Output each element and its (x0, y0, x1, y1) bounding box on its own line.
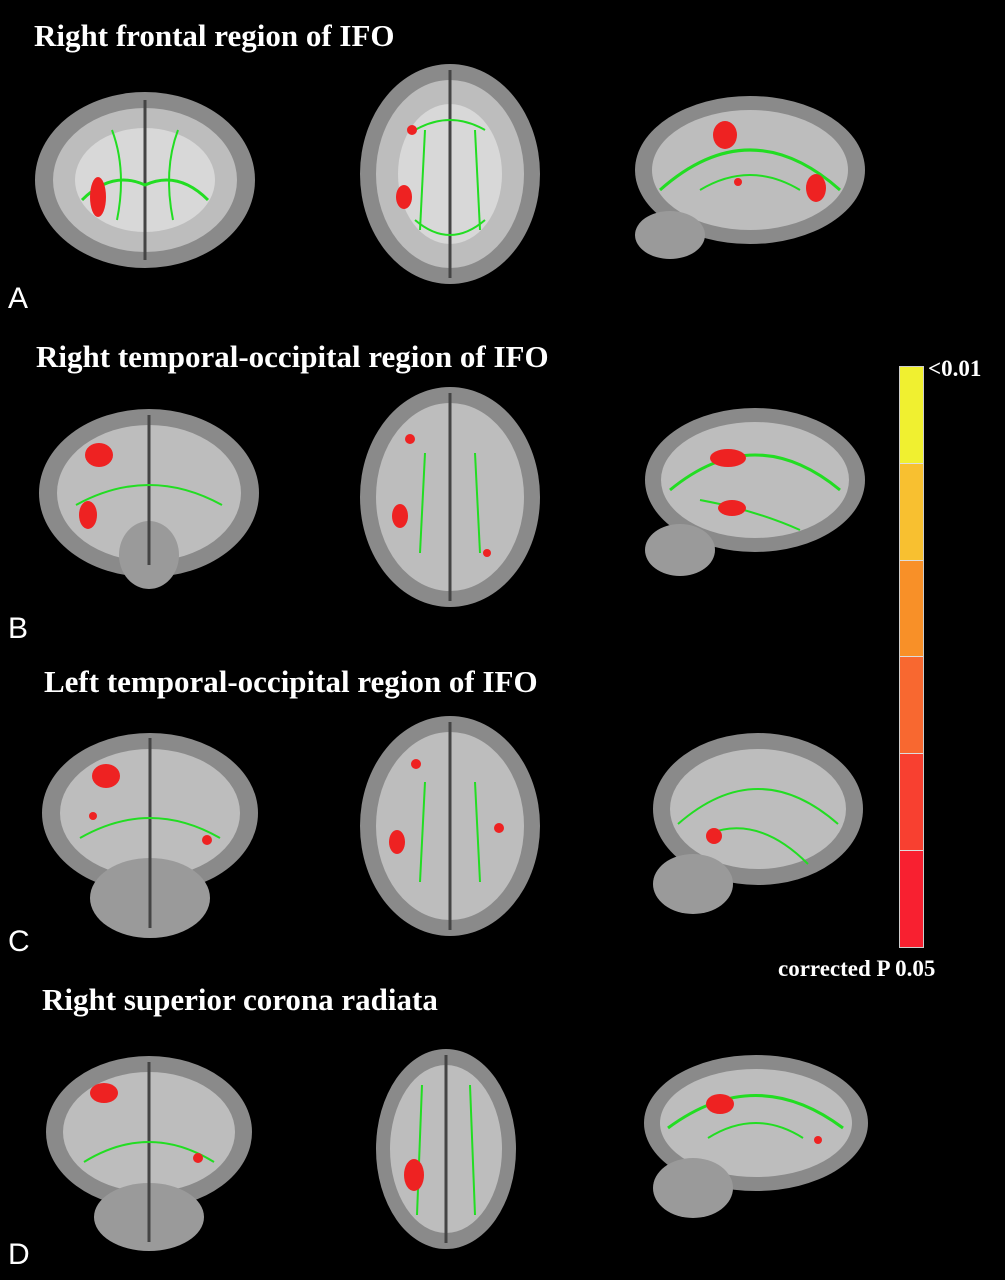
panel-b-title: Right temporal-occipital region of IFO (36, 339, 549, 374)
panel-c-title: Left temporal-occipital region of IFO (44, 664, 538, 699)
panel-d-coronal-slice (46, 1056, 252, 1251)
activation-cluster (92, 764, 120, 788)
colorbar-segment (900, 367, 923, 463)
panel-a-sagittal-slice (635, 96, 865, 259)
panel-b-coronal-slice (39, 409, 259, 589)
panel-d-axial-slice (376, 1049, 516, 1249)
colorbar-bottom-label: corrected P 0.05 (778, 956, 936, 981)
activation-cluster (90, 1083, 118, 1103)
panel-d-letter: D (8, 1238, 30, 1271)
colorbar-top-label: <0.01 (928, 356, 982, 381)
activation-cluster (89, 812, 97, 820)
panel-a-letter: A (8, 282, 29, 315)
colorbar-segment (900, 850, 923, 947)
activation-cluster (392, 504, 408, 528)
panel-c-coronal-slice (42, 733, 258, 938)
activation-cluster (193, 1153, 203, 1163)
colorbar (899, 366, 924, 948)
panel-a-coronal-slice (35, 92, 255, 268)
panel-d-title: Right superior corona radiata (42, 982, 438, 1017)
activation-cluster (483, 549, 491, 557)
activation-cluster (407, 125, 417, 135)
activation-cluster (202, 835, 212, 845)
panel-b-letter: B (8, 612, 29, 645)
panel-c-axial-slice (360, 716, 540, 936)
activation-cluster (710, 449, 746, 467)
panel-c-sagittal-slice (653, 733, 863, 914)
activation-cluster (706, 1094, 734, 1114)
activation-cluster (706, 828, 722, 844)
activation-cluster (396, 185, 412, 209)
activation-cluster (814, 1136, 822, 1144)
activation-cluster (389, 830, 405, 854)
activation-cluster (734, 178, 742, 186)
panel-c-letter: C (8, 925, 30, 958)
colorbar-segment (900, 656, 923, 754)
activation-cluster (806, 174, 826, 202)
panel-d-sagittal-slice (644, 1055, 868, 1218)
activation-cluster (405, 434, 415, 444)
activation-cluster (404, 1159, 424, 1191)
activation-cluster (718, 500, 746, 516)
activation-cluster (85, 443, 113, 467)
panel-b-axial-slice (360, 387, 540, 607)
panel-a-title: Right frontal region of IFO (34, 18, 395, 53)
activation-cluster (713, 121, 737, 149)
colorbar-segment (900, 559, 923, 657)
panel-a-axial-slice (360, 64, 540, 284)
activation-cluster (494, 823, 504, 833)
activation-cluster (411, 759, 421, 769)
activation-cluster (90, 177, 106, 217)
colorbar-segment (900, 462, 923, 560)
colorbar-segment (900, 753, 923, 851)
panel-b-sagittal-slice (645, 408, 865, 576)
activation-cluster (79, 501, 97, 529)
